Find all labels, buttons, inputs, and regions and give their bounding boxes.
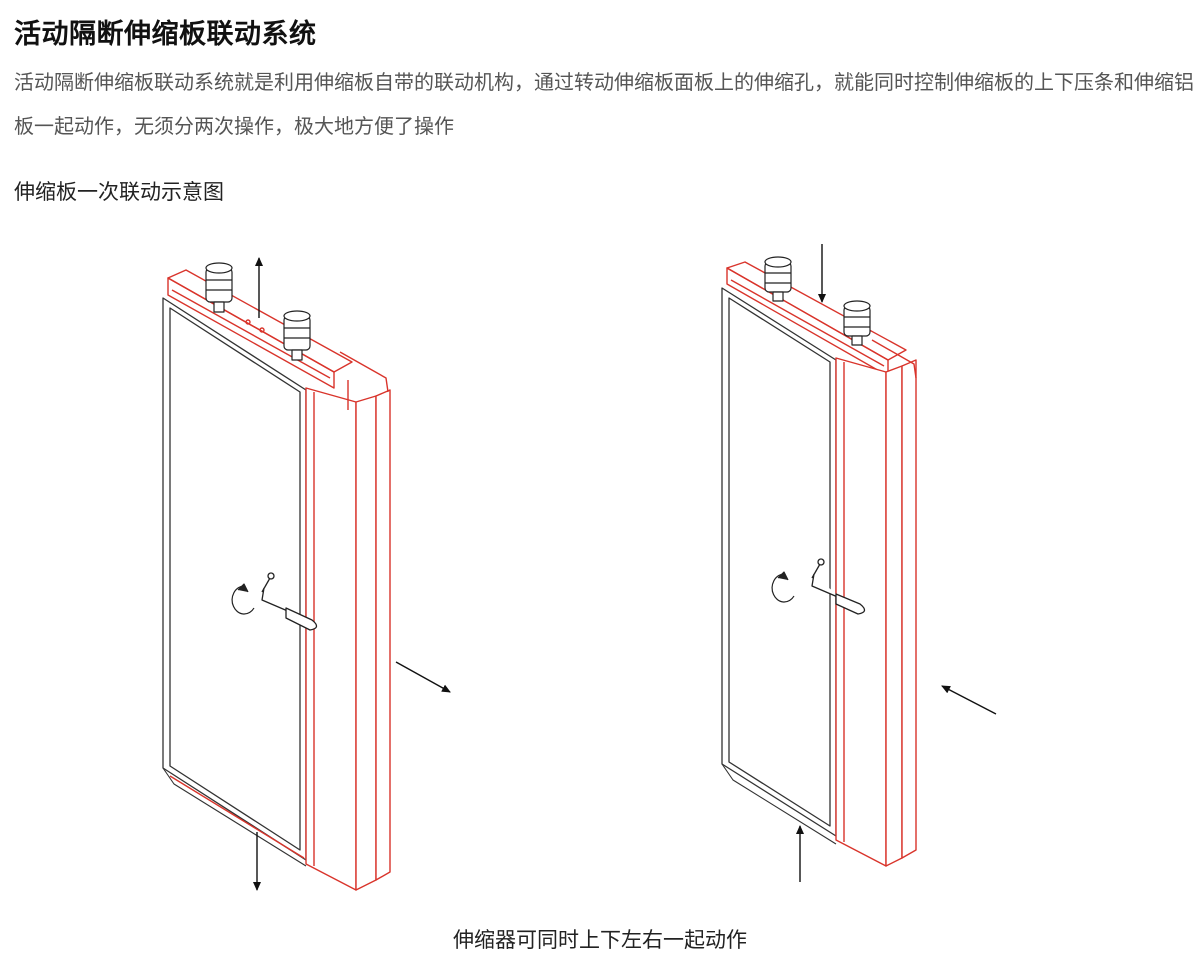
panel-left — [162, 257, 451, 891]
page-title: 活动隔断伸缩板联动系统 — [14, 19, 317, 50]
panel-left-bottom-rail — [169, 775, 305, 859]
arrow-left-right — [941, 685, 997, 715]
panel-left-face — [162, 297, 307, 861]
crank-handle-icon — [261, 572, 318, 631]
rotate-arrow-icon — [231, 583, 255, 615]
roller-icon — [843, 300, 871, 346]
diagram-subtitle: 伸缩板一次联动示意图 — [14, 180, 224, 204]
roller-icon — [283, 310, 311, 361]
description-text: 活动隔断伸缩板联动系统就是利用伸缩板自带的联动机构，通过转动伸缩板面板上的伸缩孔… — [14, 70, 1194, 138]
panel-left-side-strip — [305, 351, 391, 891]
roller-icon — [764, 256, 792, 302]
rotate-arrow-icon — [771, 571, 795, 603]
panel-right — [721, 244, 997, 882]
panel-right-face — [721, 287, 837, 837]
crank-handle-icon — [811, 558, 866, 615]
roller-icon — [205, 262, 233, 313]
arrow-right-left — [395, 661, 451, 693]
diagram-caption: 伸缩器可同时上下左右一起动作 — [453, 928, 747, 952]
